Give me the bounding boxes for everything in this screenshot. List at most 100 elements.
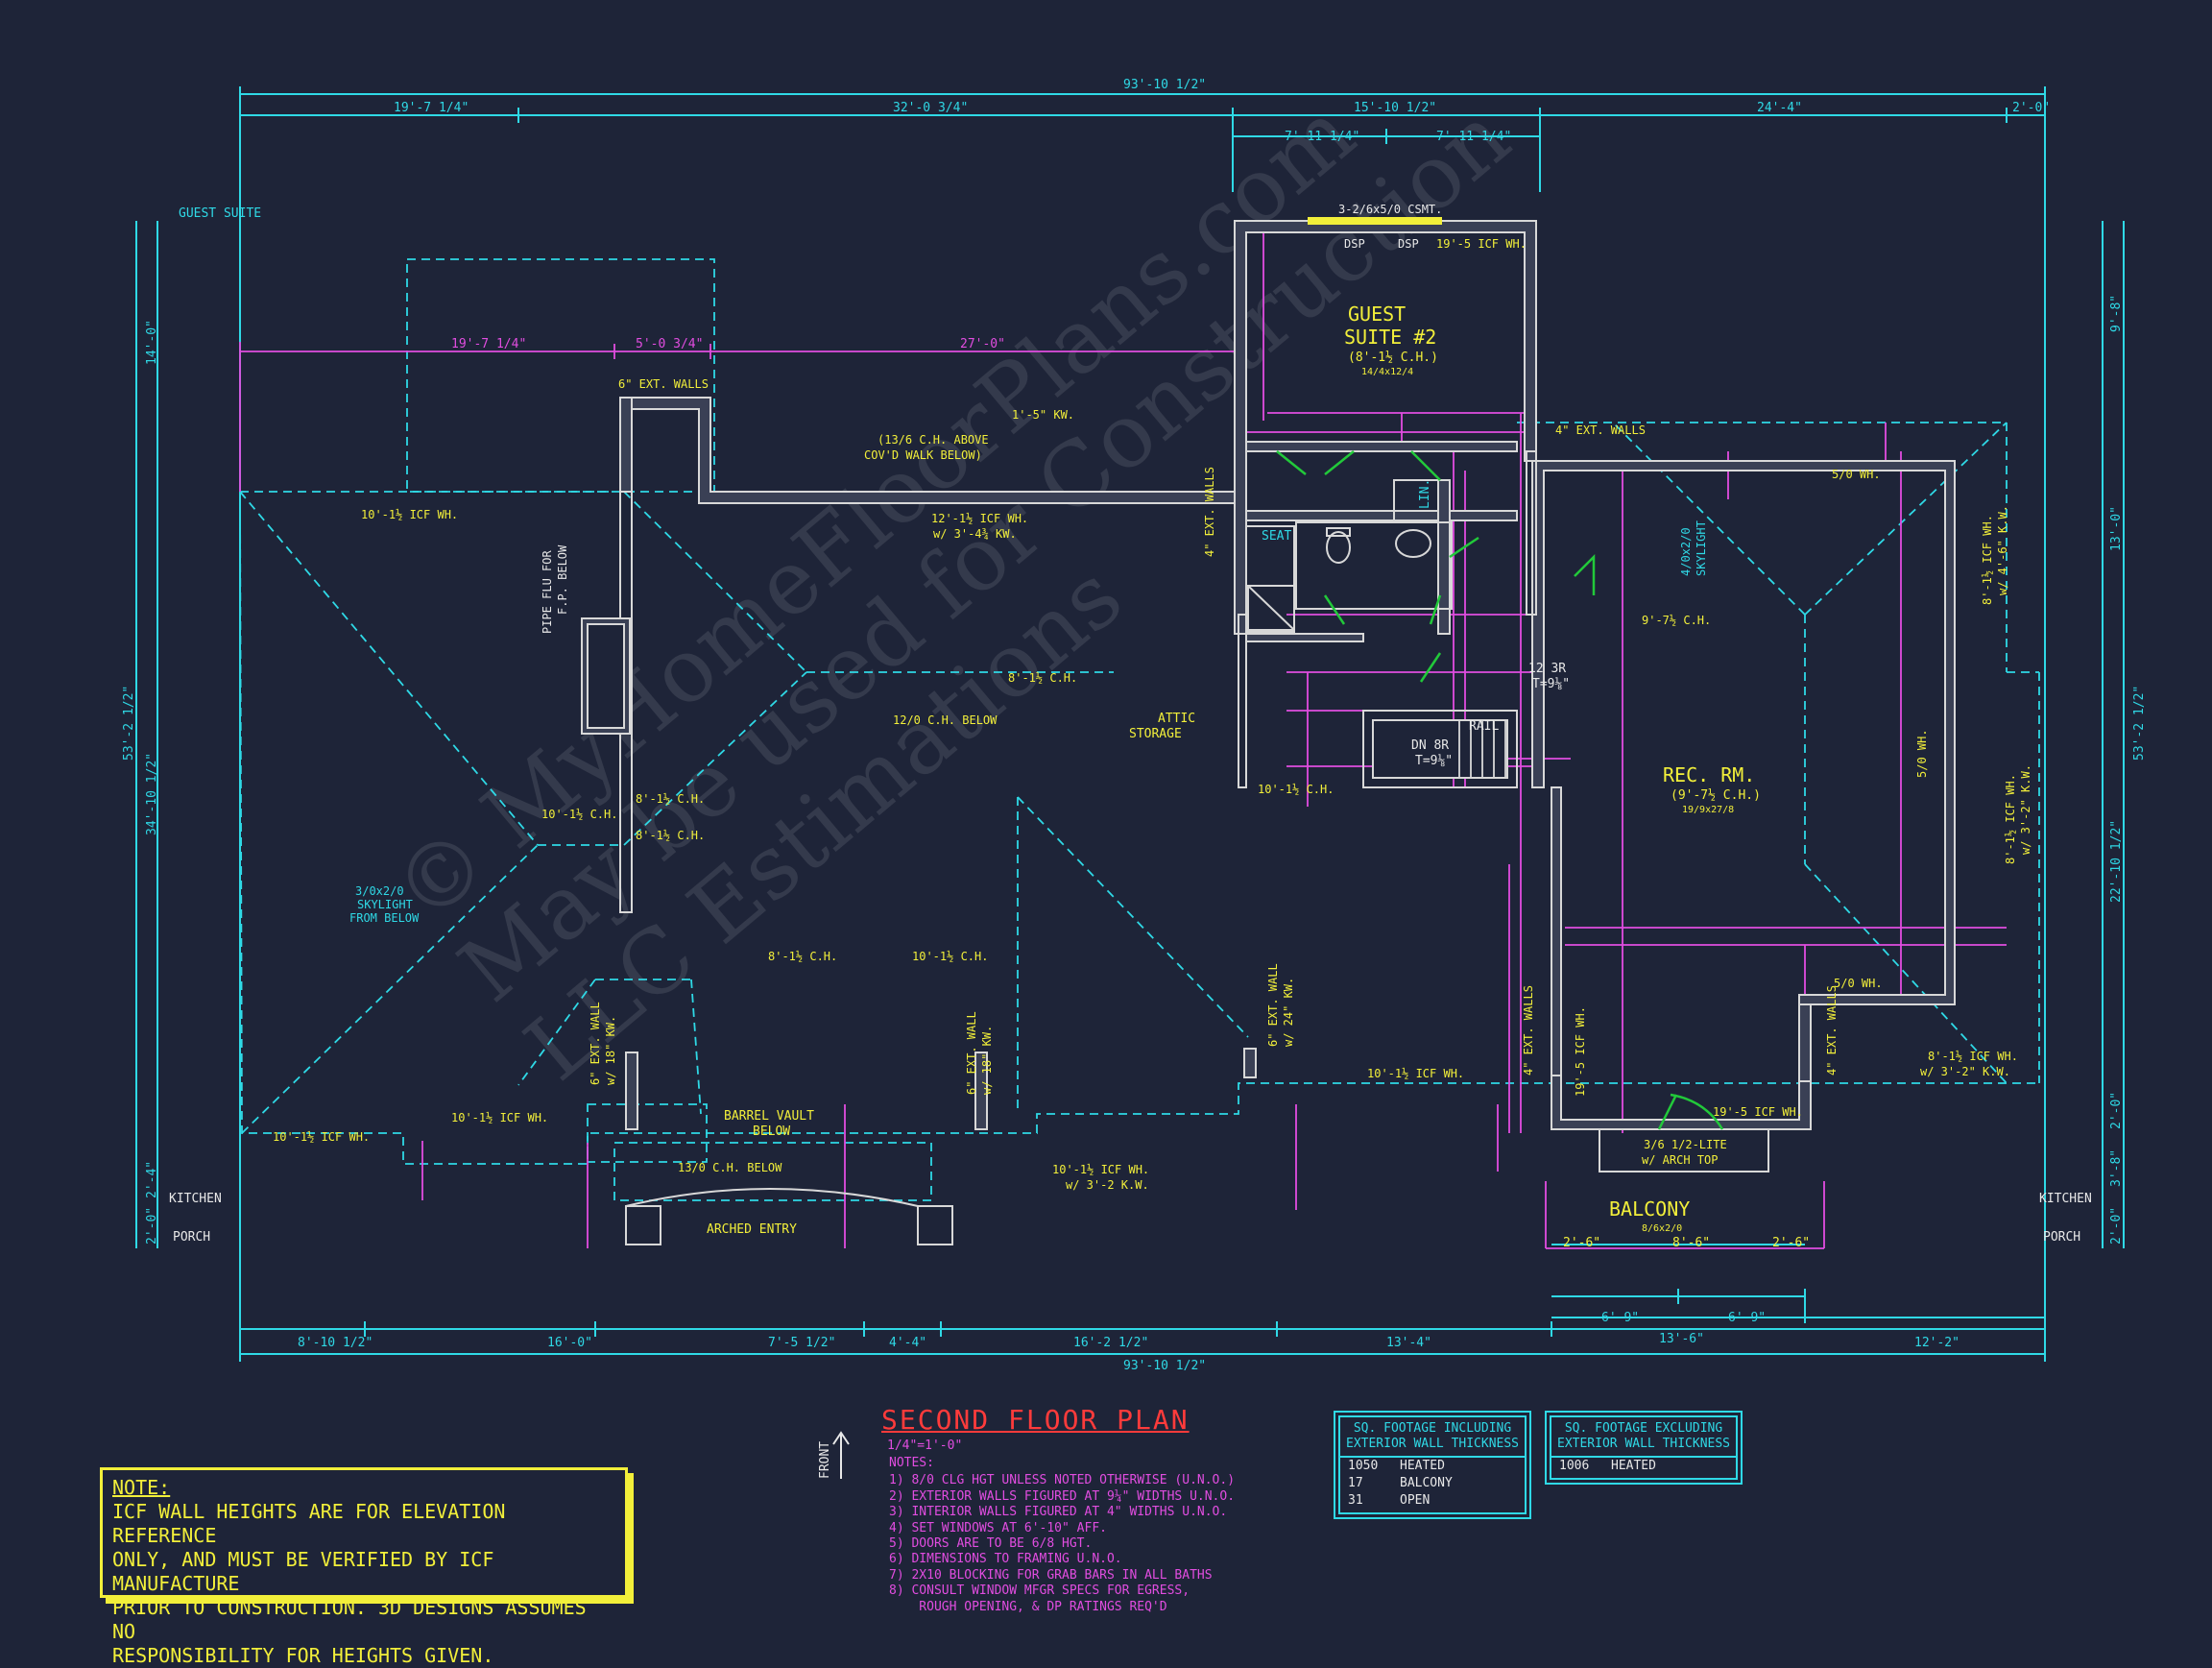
interior-dim-text: 19'-7 1/4" 5'-0 3/4" 27'-0" bbox=[451, 337, 1005, 351]
label-skylight-r2: SKYLIGHT bbox=[1695, 520, 1708, 576]
label-up-br: 12 3R bbox=[1528, 662, 1566, 676]
label-lin: LIN. bbox=[1418, 479, 1432, 509]
sqft-including-header: SQ. FOOTAGE INCLUDING EXTERIOR WALL THIC… bbox=[1340, 1417, 1525, 1458]
dim-top-1: 19'-7 1/4" bbox=[394, 101, 469, 115]
walls bbox=[581, 217, 1956, 1172]
dim-bottom-5: 16'-2 1/2" bbox=[1073, 1336, 1148, 1350]
note-line: ICF WALL HEIGHTS ARE FOR ELEVATION REFER… bbox=[112, 1500, 506, 1547]
sqft-including-head-1: SQ. FOOTAGE INCLUDING bbox=[1353, 1421, 1512, 1436]
dim-right-2: 13'-0" bbox=[2109, 506, 2124, 551]
bath-fixtures bbox=[1247, 527, 1431, 631]
roof-outline-below bbox=[239, 258, 2040, 1201]
label-csmt: 3-2/6x5/0 CSMT. bbox=[1338, 203, 1442, 216]
label-wh-5-0b: 5/0 WH. bbox=[1915, 729, 1929, 778]
front-arrow bbox=[832, 1431, 850, 1479]
room-rec-rm-ch: (9'-7½ C.H.) bbox=[1671, 788, 1761, 803]
sqft-excluding-head-2: EXTERIOR WALL THICKNESS bbox=[1557, 1437, 1731, 1451]
dim-left-2: 34'-10 1/2" bbox=[145, 753, 159, 835]
label-arched-entry: ARCHED ENTRY bbox=[707, 1222, 797, 1237]
label-porch-right: PORCH bbox=[2043, 1230, 2080, 1245]
notes-item: 2) EXTERIOR WALLS FIGURED AT 9¼" WIDTHS … bbox=[889, 1488, 1236, 1504]
dim-right-3: 22'-10 1/2" bbox=[2109, 820, 2124, 903]
icf-note-box: NOTE: ICF WALL HEIGHTS ARE FOR ELEVATION… bbox=[100, 1467, 628, 1667]
label-ext-wall-6c: 6" EXT. WALL bbox=[1266, 963, 1280, 1047]
label-ext-walls-4: 4" EXT. WALLS bbox=[1203, 467, 1216, 557]
label-wh-5-0c: 5/0 WH. bbox=[1834, 977, 1883, 990]
label-icf-10-1-b3b: w/ 3'-2 K.W. bbox=[1066, 1178, 1149, 1192]
dim-bottom-7: 12'-2" bbox=[1914, 1336, 1960, 1350]
sqft-excluding-table: SQ. FOOTAGE EXCLUDING EXTERIOR WALL THIC… bbox=[1545, 1411, 1743, 1485]
label-icf-10-1-b3: 10'-1½ ICF WH. bbox=[1052, 1163, 1149, 1176]
note-title: NOTE: bbox=[112, 1476, 171, 1499]
notes-item: 3) INTERIOR WALLS FIGURED AT 4" WIDTHS U… bbox=[889, 1505, 1228, 1520]
dim-bottom-upper-3: 13'-6" bbox=[1659, 1332, 1704, 1346]
label-icf-19-5-b: 19'-5 ICF WH. bbox=[1713, 1105, 1803, 1119]
room-guest-suite-2b: SUITE #2 bbox=[1344, 326, 1436, 349]
dim-bottom-upper-2: 6'-9" bbox=[1728, 1311, 1766, 1325]
dim-balcony-2: 8'-6" bbox=[1672, 1236, 1710, 1250]
dim-bottom-6: 13'-4" bbox=[1386, 1336, 1431, 1350]
label-guest-suite-top: GUEST SUITE bbox=[179, 206, 261, 221]
dim-left-overall: 53'-2 1/2" bbox=[122, 686, 136, 761]
room-balcony-size: 8/6x2/0 bbox=[1642, 1223, 1682, 1234]
label-icf-8-1-r: 8'-1½ ICF WH. bbox=[1981, 515, 1994, 605]
notes-heading: NOTES: bbox=[889, 1456, 934, 1470]
dim-right-4: 2'-0" bbox=[2109, 1092, 2124, 1129]
doors bbox=[1276, 450, 1724, 1130]
label-icf-10-1-b2: 10'-1½ ICF WH. bbox=[451, 1111, 548, 1124]
dim-top-sub-2: 7'-11 1/4" bbox=[1436, 130, 1511, 144]
notes-item: 4) SET WINDOWS AT 6'-10" AFF. bbox=[889, 1520, 1107, 1535]
label-ch-13-0: 13/0 C.H. BELOW bbox=[678, 1161, 782, 1174]
room-rec-rm: REC. RM. bbox=[1663, 763, 1755, 786]
stairs bbox=[1362, 710, 1518, 788]
room-guest-suite-2-ch: (8'-1½ C.H.) bbox=[1348, 351, 1438, 365]
dim-right-overall: 53'-2 1/2" bbox=[2132, 686, 2147, 761]
dim-bottom-upper-1: 6'-9" bbox=[1601, 1311, 1639, 1325]
label-kw-1-5: 1'-5" KW. bbox=[1012, 408, 1074, 422]
dim-bottom-1: 8'-10 1/2" bbox=[298, 1336, 373, 1350]
general-notes: NOTES: 1) 8/0 CLG HGT UNLESS NOTED OTHER… bbox=[889, 1456, 1235, 1615]
sqft-label: OPEN bbox=[1400, 1493, 1431, 1508]
label-icf-8-1-rb: w/ 4'-6" K.W. bbox=[1996, 505, 2009, 595]
label-attic: ATTIC bbox=[1158, 712, 1195, 726]
dim-overall-bottom: 93'-10 1/2" bbox=[1123, 1359, 1206, 1373]
dim-inner-1: 19'-7 1/4" bbox=[451, 337, 526, 351]
label-attic-2: STORAGE bbox=[1129, 727, 1182, 741]
label-dsp-1: DSP bbox=[1344, 237, 1365, 251]
label-icf-12-1: 12'-1½ ICF WH. bbox=[931, 512, 1028, 525]
label-door-balc: 3/6 1/2-LITE bbox=[1644, 1138, 1727, 1151]
dim-inner-3: 27'-0" bbox=[960, 337, 1005, 351]
notes-item: 5) DOORS ARE TO BE 6/8 HGT. bbox=[889, 1536, 1093, 1552]
label-ext-wall-6a: 6" EXT. WALL bbox=[589, 1002, 602, 1085]
room-guest-suite-2-size: 14/4x12/4 bbox=[1361, 367, 1413, 377]
dim-left-3: 2'-4" bbox=[145, 1161, 159, 1198]
room-guest-suite-2: GUEST bbox=[1348, 302, 1406, 326]
label-icf-top: 19'-5 ICF WH. bbox=[1436, 237, 1527, 251]
interior-dimensions bbox=[239, 221, 2007, 1249]
sqft-row: 1050 HEATED bbox=[1340, 1458, 1525, 1475]
label-ext-wall-6a2: w/ 18" KW. bbox=[604, 1016, 617, 1085]
notes-item: 1) 8/0 CLG HGT UNLESS NOTED OTHERWISE (U… bbox=[889, 1473, 1236, 1488]
dim-left-4: 2'-0" bbox=[145, 1207, 159, 1245]
label-ext-walls-6: 6" EXT. WALLS bbox=[618, 377, 709, 391]
sqft-label: HEATED bbox=[1611, 1459, 1656, 1473]
dimension-text: 93'-10 1/2" 93'-10 1/2" 19'-7 1/4" 32'-0… bbox=[122, 78, 2147, 1373]
label-ext-wall-6c2: w/ 24" KW. bbox=[1282, 978, 1295, 1047]
label-ch-above: (13/6 C.H. ABOVE bbox=[878, 433, 989, 447]
notes-item: 7) 2X10 BLOCKING FOR GRAB BARS IN ALL BA… bbox=[889, 1567, 1213, 1583]
dim-top-5: 2'-0" bbox=[2012, 101, 2050, 115]
label-barrel-vault: BARREL VAULT bbox=[724, 1109, 814, 1124]
label-wh-5-0: 5/0 WH. bbox=[1832, 468, 1881, 481]
front-label: FRONT bbox=[818, 1440, 832, 1479]
sqft-excluding-header: SQ. FOOTAGE EXCLUDING EXTERIOR WALL THIC… bbox=[1551, 1417, 1736, 1458]
sqft-including-table: SQ. FOOTAGE INCLUDING EXTERIOR WALL THIC… bbox=[1334, 1411, 1531, 1519]
dim-right-6: 2'-0" bbox=[2109, 1207, 2124, 1245]
dim-inner-2: 5'-0 3/4" bbox=[636, 337, 703, 351]
label-skylight-2: SKYLIGHT bbox=[357, 898, 413, 911]
sqft-label: HEATED bbox=[1400, 1459, 1445, 1473]
label-icf-8-1-r3b: w/ 3'-2" K.W. bbox=[1920, 1065, 2010, 1078]
label-icf-12-1b: w/ 3'-4¾ KW. bbox=[933, 527, 1017, 541]
sqft-value: 1050 bbox=[1348, 1459, 1379, 1473]
